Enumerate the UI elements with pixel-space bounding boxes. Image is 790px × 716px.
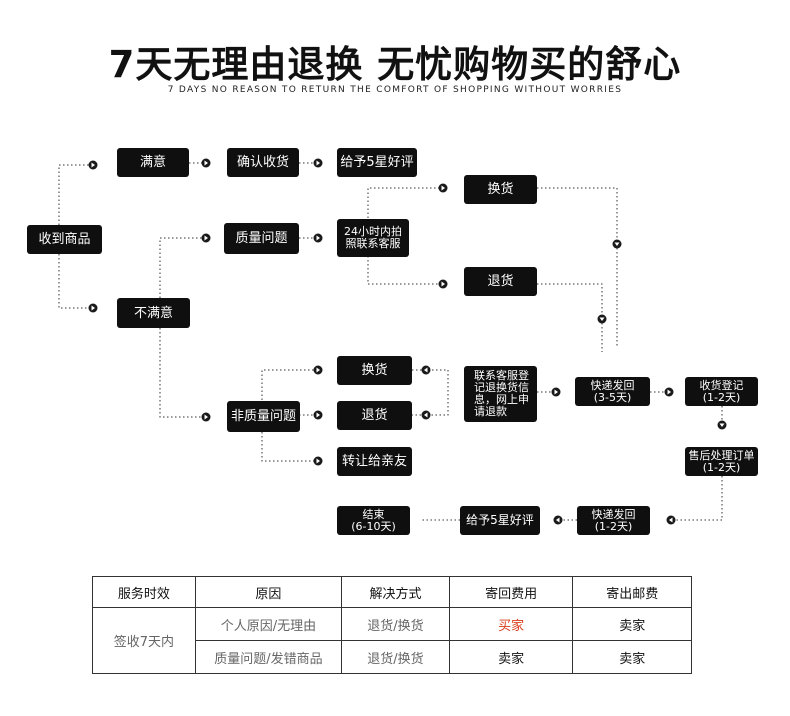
node-quality-issue: 质量问题 [224, 223, 299, 254]
node-receipt-register: 收货登记 (1-2天) [685, 377, 758, 406]
return-policy-table: 服务时效 原因 解决方式 寄回费用 寄出邮费 签收7天内 个人原因/无理由 退货… [92, 576, 692, 674]
table-cell-return-fee: 买家 [448, 607, 574, 641]
node-contact-cs: 24小时内拍 照联系客服 [337, 219, 409, 257]
table-header: 寄回费用 [448, 576, 574, 608]
node-aftersale-title: 售后处理订单 [688, 448, 755, 462]
table-row: 质量问题/发错商品 退货/换货 卖家 卖家 [93, 640, 692, 674]
node-five-star-bottom: 给予5星好评 [460, 506, 540, 535]
node-contact-cs-line2: 照联系客服 [345, 237, 401, 250]
node-register-line1: 联系客服登 [474, 369, 529, 382]
arrow-markers [88, 158, 727, 525]
node-exchange-mid: 换货 [337, 356, 412, 385]
table-cell-return-fee: 卖家 [448, 640, 574, 674]
table-cell-reason: 个人原因/无理由 [194, 607, 343, 641]
node-return-top: 退货 [464, 267, 537, 296]
table-header: 寄出邮费 [572, 576, 692, 608]
table-row: 签收7天内 个人原因/无理由 退货/换货 买家 卖家 [92, 607, 692, 674]
node-receipt-title: 收货登记 [699, 378, 744, 392]
table-cell-send-fee: 卖家 [572, 607, 692, 641]
table-header: 解决方式 [341, 576, 450, 608]
node-five-star-top: 给予5星好评 [337, 148, 417, 177]
node-aftersale-order: 售后处理订单 (1-2天) [685, 447, 758, 476]
table-cell-period: 签收7天内 [92, 607, 196, 674]
node-register-line2: 记退换货信 [474, 381, 529, 394]
flow-connectors [58, 158, 727, 525]
node-express-1-title: 快递发回 [590, 378, 635, 392]
node-aftersale-days: (1-2天) [702, 460, 741, 474]
node-end-days: (6-10天) [351, 519, 396, 533]
table-cell-solution: 退货/换货 [341, 607, 450, 641]
node-express-2-title: 快递发回 [591, 507, 636, 521]
node-register-line3: 息，网上申 [474, 393, 529, 406]
node-express-back-2: 快递发回 (1-2天) [577, 506, 650, 535]
node-express-back-1: 快递发回 (3-5天) [575, 377, 650, 406]
table-header: 原因 [194, 576, 343, 608]
table-header: 服务时效 [92, 576, 196, 608]
table-header-row: 服务时效 原因 解决方式 寄回费用 寄出邮费 [92, 576, 692, 608]
node-confirm-receipt: 确认收货 [227, 148, 299, 177]
table-cell-reason: 质量问题/发错商品 [194, 640, 343, 674]
node-satisfied: 满意 [117, 148, 189, 177]
node-end-title: 结束 [362, 507, 385, 521]
node-register-line4: 请退款 [474, 405, 507, 418]
node-return-mid: 退货 [337, 401, 412, 430]
node-express-2-days: (1-2天) [594, 519, 633, 533]
node-contact-cs-line1: 24小时内拍 [344, 225, 402, 238]
node-receive: 收到商品 [27, 225, 102, 254]
node-register-return: 联系客服登 记退换货信 息，网上申 请退款 [464, 366, 537, 422]
node-non-quality-issue: 非质量问题 [227, 401, 300, 432]
node-express-1-days: (3-5天) [593, 390, 632, 404]
table-cell-send-fee: 卖家 [572, 640, 692, 674]
node-receipt-days: (1-2天) [702, 390, 741, 404]
node-unsatisfied: 不满意 [117, 298, 190, 328]
node-end: 结束 (6-10天) [337, 506, 410, 535]
page-subtitle: 7 DAYS NO REASON TO RETURN THE COMFORT O… [167, 85, 623, 95]
node-exchange-top: 换货 [464, 175, 537, 204]
page-title: 7天无理由退换 无忧购物买的舒心 [108, 43, 682, 86]
node-transfer-friend: 转让给亲友 [337, 447, 412, 476]
table-cell-solution: 退货/换货 [341, 640, 450, 674]
